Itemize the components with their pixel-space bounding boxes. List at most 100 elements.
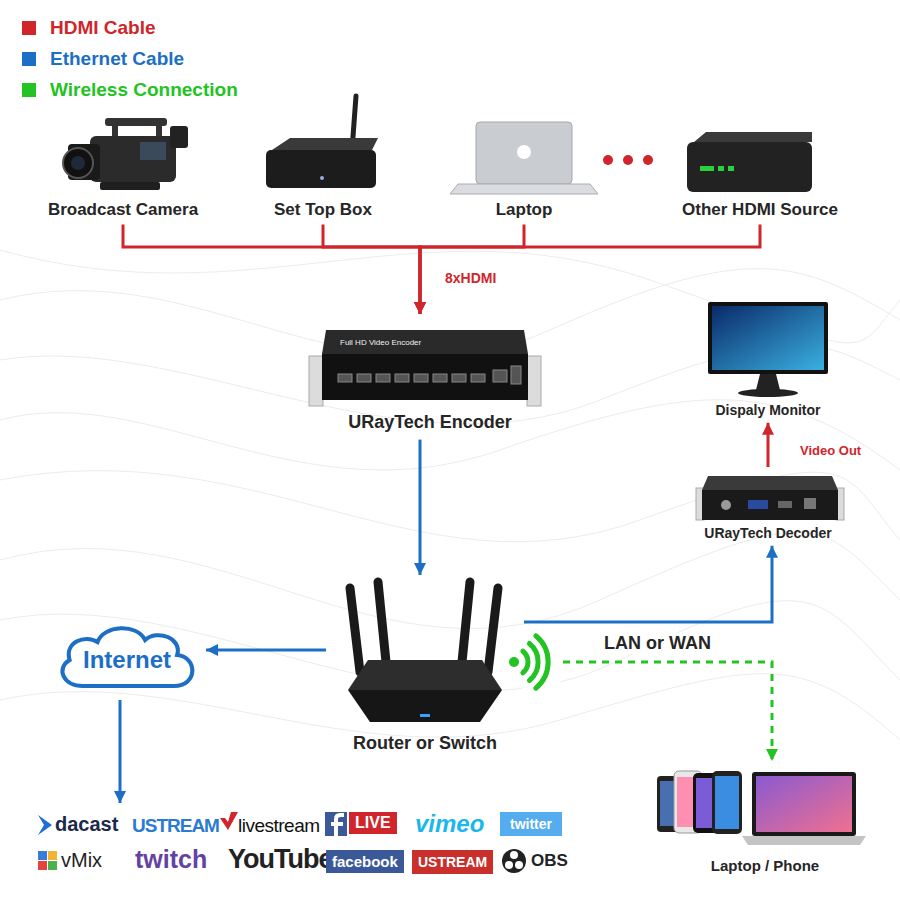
device-node: Laptop	[444, 112, 604, 220]
monitor-icon	[708, 302, 828, 397]
decoder-icon	[721, 500, 731, 510]
node-label: URayTech Decoder	[688, 525, 848, 542]
connector	[420, 224, 760, 314]
camera-icon	[63, 148, 93, 178]
encoder-icon	[338, 366, 521, 384]
platform-logo: vMix	[61, 849, 102, 872]
encoder-icon	[452, 374, 466, 382]
hdmi-source-icon	[718, 166, 724, 171]
node-label: Broadcast Camera	[40, 200, 206, 220]
decoder-icon	[696, 476, 844, 520]
set-top-box-icon	[266, 96, 378, 188]
camera-icon	[63, 118, 188, 190]
wireless-symbol	[536, 636, 548, 688]
router-icon	[378, 582, 386, 662]
platform-logo: LIVE	[349, 812, 397, 834]
platform-logo: USTREAM	[132, 815, 219, 837]
node-label: Router or Switch	[330, 733, 520, 755]
wireless-symbol	[522, 628, 560, 696]
encoder-icon	[414, 374, 428, 382]
wireless-symbol	[509, 628, 560, 696]
legend-swatch	[22, 83, 36, 97]
node-label: Set Top Box	[243, 200, 403, 220]
cloud-outline	[62, 628, 192, 686]
node-label: Other HDMI Source	[670, 200, 850, 220]
encoder-icon	[309, 356, 323, 406]
connector	[524, 546, 772, 622]
device-node: Set Top Box	[243, 112, 403, 220]
platform-logo: livestream	[238, 815, 320, 837]
router-icon	[348, 582, 502, 722]
node-label: Laptop / Phone	[655, 857, 875, 875]
decoder-icon	[702, 490, 838, 520]
platform-logo: YouTube	[228, 844, 332, 875]
device-caption: Full HD Video Encoder	[340, 338, 421, 347]
router-icon	[488, 588, 498, 672]
logo-icons	[220, 812, 238, 830]
set-top-box-icon	[272, 138, 378, 150]
logo-icons	[515, 861, 523, 869]
encoder-icon	[471, 374, 485, 382]
ellipsis-dots	[623, 155, 633, 165]
internet-arrow	[119, 700, 122, 803]
camera-icon	[71, 156, 85, 170]
camera-icon	[112, 124, 118, 138]
encoder-icon	[395, 374, 409, 382]
device-node: Laptop / Phone	[655, 765, 875, 875]
hdmi-source-icon	[700, 166, 714, 171]
legend-text: Wireless Connection	[50, 79, 238, 101]
device-node: URayTech Encoder	[305, 318, 555, 434]
device-node: Router or Switch	[330, 578, 520, 755]
encoder-icon	[493, 370, 507, 382]
platform-logo: twitch	[135, 845, 207, 874]
node-label: URayTech Encoder	[305, 412, 555, 434]
hdmi-source-icon	[694, 132, 812, 142]
set-top-box-icon	[320, 176, 324, 180]
edge-label: 8xHDMI	[445, 270, 496, 286]
devices-icon	[712, 771, 742, 834]
wireless-symbol	[529, 644, 538, 681]
ellipsis-dots	[643, 155, 653, 165]
laptop-icon	[517, 145, 531, 159]
platform-logo: USTREAM	[412, 850, 493, 874]
cloud-node: Internet	[52, 620, 202, 692]
internet-arrow	[120, 700, 121, 803]
camera-icon	[170, 126, 188, 148]
connector	[419, 440, 422, 575]
set-top-box-icon	[266, 150, 376, 188]
router-icon	[348, 660, 502, 690]
hdmi-source-icon	[687, 132, 812, 192]
encoder-icon	[309, 330, 541, 406]
devices-icon	[715, 776, 739, 829]
monitor-icon	[708, 302, 828, 374]
decoder-icon	[702, 476, 838, 490]
router-icon	[350, 588, 360, 672]
encoder-icon	[527, 356, 541, 406]
monitor-icon	[712, 306, 824, 370]
camera-icon	[90, 136, 176, 182]
logo-icons	[502, 849, 526, 873]
node-label: Dispaly Monitor	[693, 402, 843, 419]
router-icon	[350, 582, 498, 672]
hdmi-source-icon	[728, 166, 734, 171]
background-waves	[0, 400, 900, 470]
decoder-icon	[778, 501, 792, 508]
router-icon	[420, 714, 430, 717]
connector	[206, 649, 326, 652]
encoder-icon	[322, 330, 528, 354]
laptop-icon	[476, 122, 572, 184]
laptop-icon	[450, 184, 598, 194]
logo-icons	[48, 861, 57, 870]
laptop-icon	[450, 122, 598, 194]
devices-icon	[657, 771, 866, 845]
platform-logo: facebook	[326, 850, 404, 873]
platform-logo: twitter	[500, 812, 562, 836]
ellipsis-dots	[603, 155, 613, 165]
encoder-icon	[357, 374, 371, 382]
platform-logo: OBS	[531, 851, 568, 871]
logo-icons	[325, 812, 347, 836]
wireless-symbol	[523, 651, 528, 673]
